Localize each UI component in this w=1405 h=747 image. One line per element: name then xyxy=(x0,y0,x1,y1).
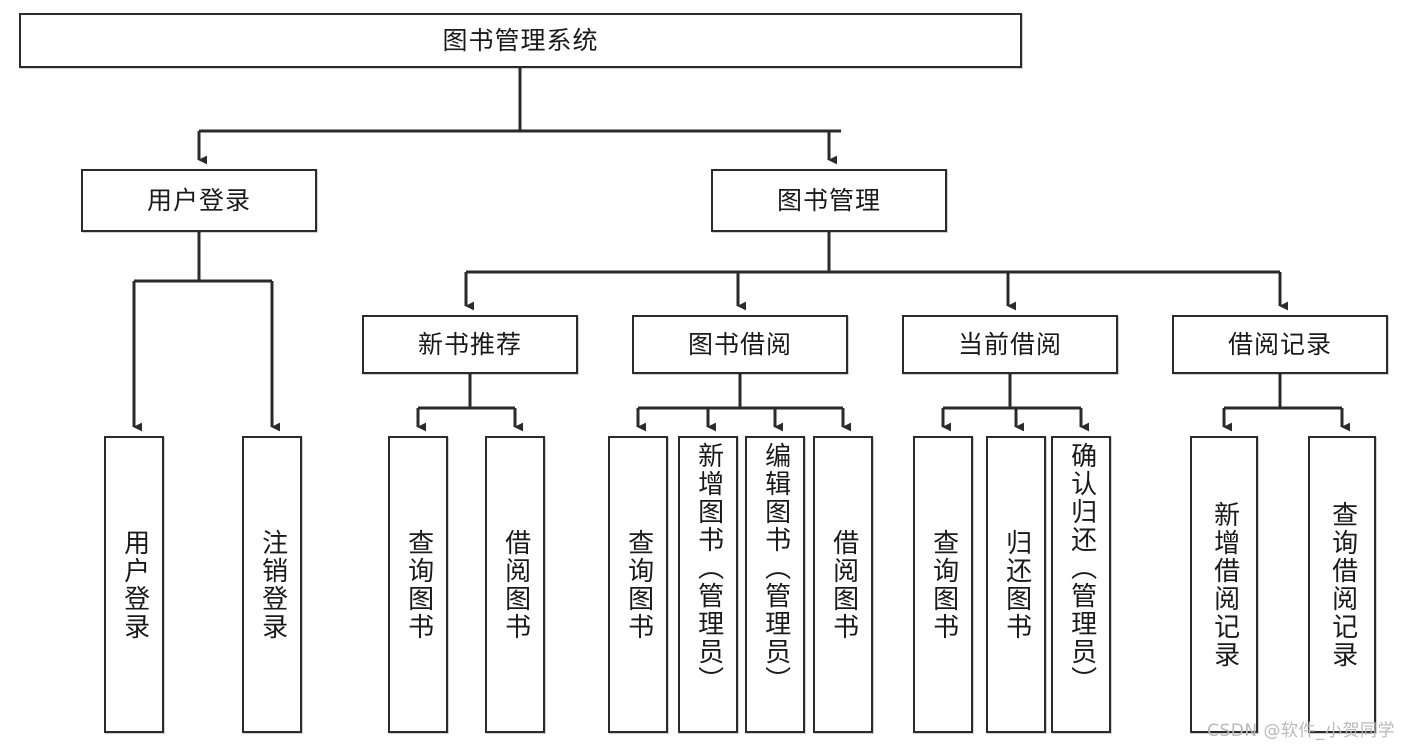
node-leaf-7[interactable]: 借阅图书 xyxy=(813,436,873,733)
csdn-watermark: CSDN @软件_小贺同学 xyxy=(1207,721,1395,741)
node-leaf-11[interactable]: 新增借阅记录 xyxy=(1190,436,1258,733)
node-level3-3[interactable]: 借阅记录 xyxy=(1172,315,1388,374)
node-level2-1[interactable]: 图书管理 xyxy=(711,169,947,232)
node-level3-0[interactable]: 新书推荐 xyxy=(362,315,578,374)
node-leaf-12[interactable]: 查询借阅记录 xyxy=(1308,436,1376,733)
node-root[interactable]: 图书管理系统 xyxy=(19,13,1022,68)
node-leaf-4[interactable]: 查询图书 xyxy=(608,436,668,733)
node-leaf-10[interactable]: 确认归还（管理员） xyxy=(1051,436,1111,733)
node-leaf-6[interactable]: 编辑图书（管理员） xyxy=(745,436,805,733)
node-level2-0[interactable]: 用户登录 xyxy=(81,169,317,232)
node-leaf-2[interactable]: 查询图书 xyxy=(388,436,448,733)
node-leaf-3[interactable]: 借阅图书 xyxy=(485,436,545,733)
node-leaf-5[interactable]: 新增图书（管理员） xyxy=(678,436,738,733)
node-leaf-0[interactable]: 用户登录 xyxy=(104,436,164,733)
node-leaf-1[interactable]: 注销登录 xyxy=(242,436,302,733)
node-leaf-8[interactable]: 查询图书 xyxy=(913,436,973,733)
node-level3-1[interactable]: 图书借阅 xyxy=(632,315,848,374)
node-leaf-9[interactable]: 归还图书 xyxy=(986,436,1046,733)
node-level3-2[interactable]: 当前借阅 xyxy=(902,315,1118,374)
